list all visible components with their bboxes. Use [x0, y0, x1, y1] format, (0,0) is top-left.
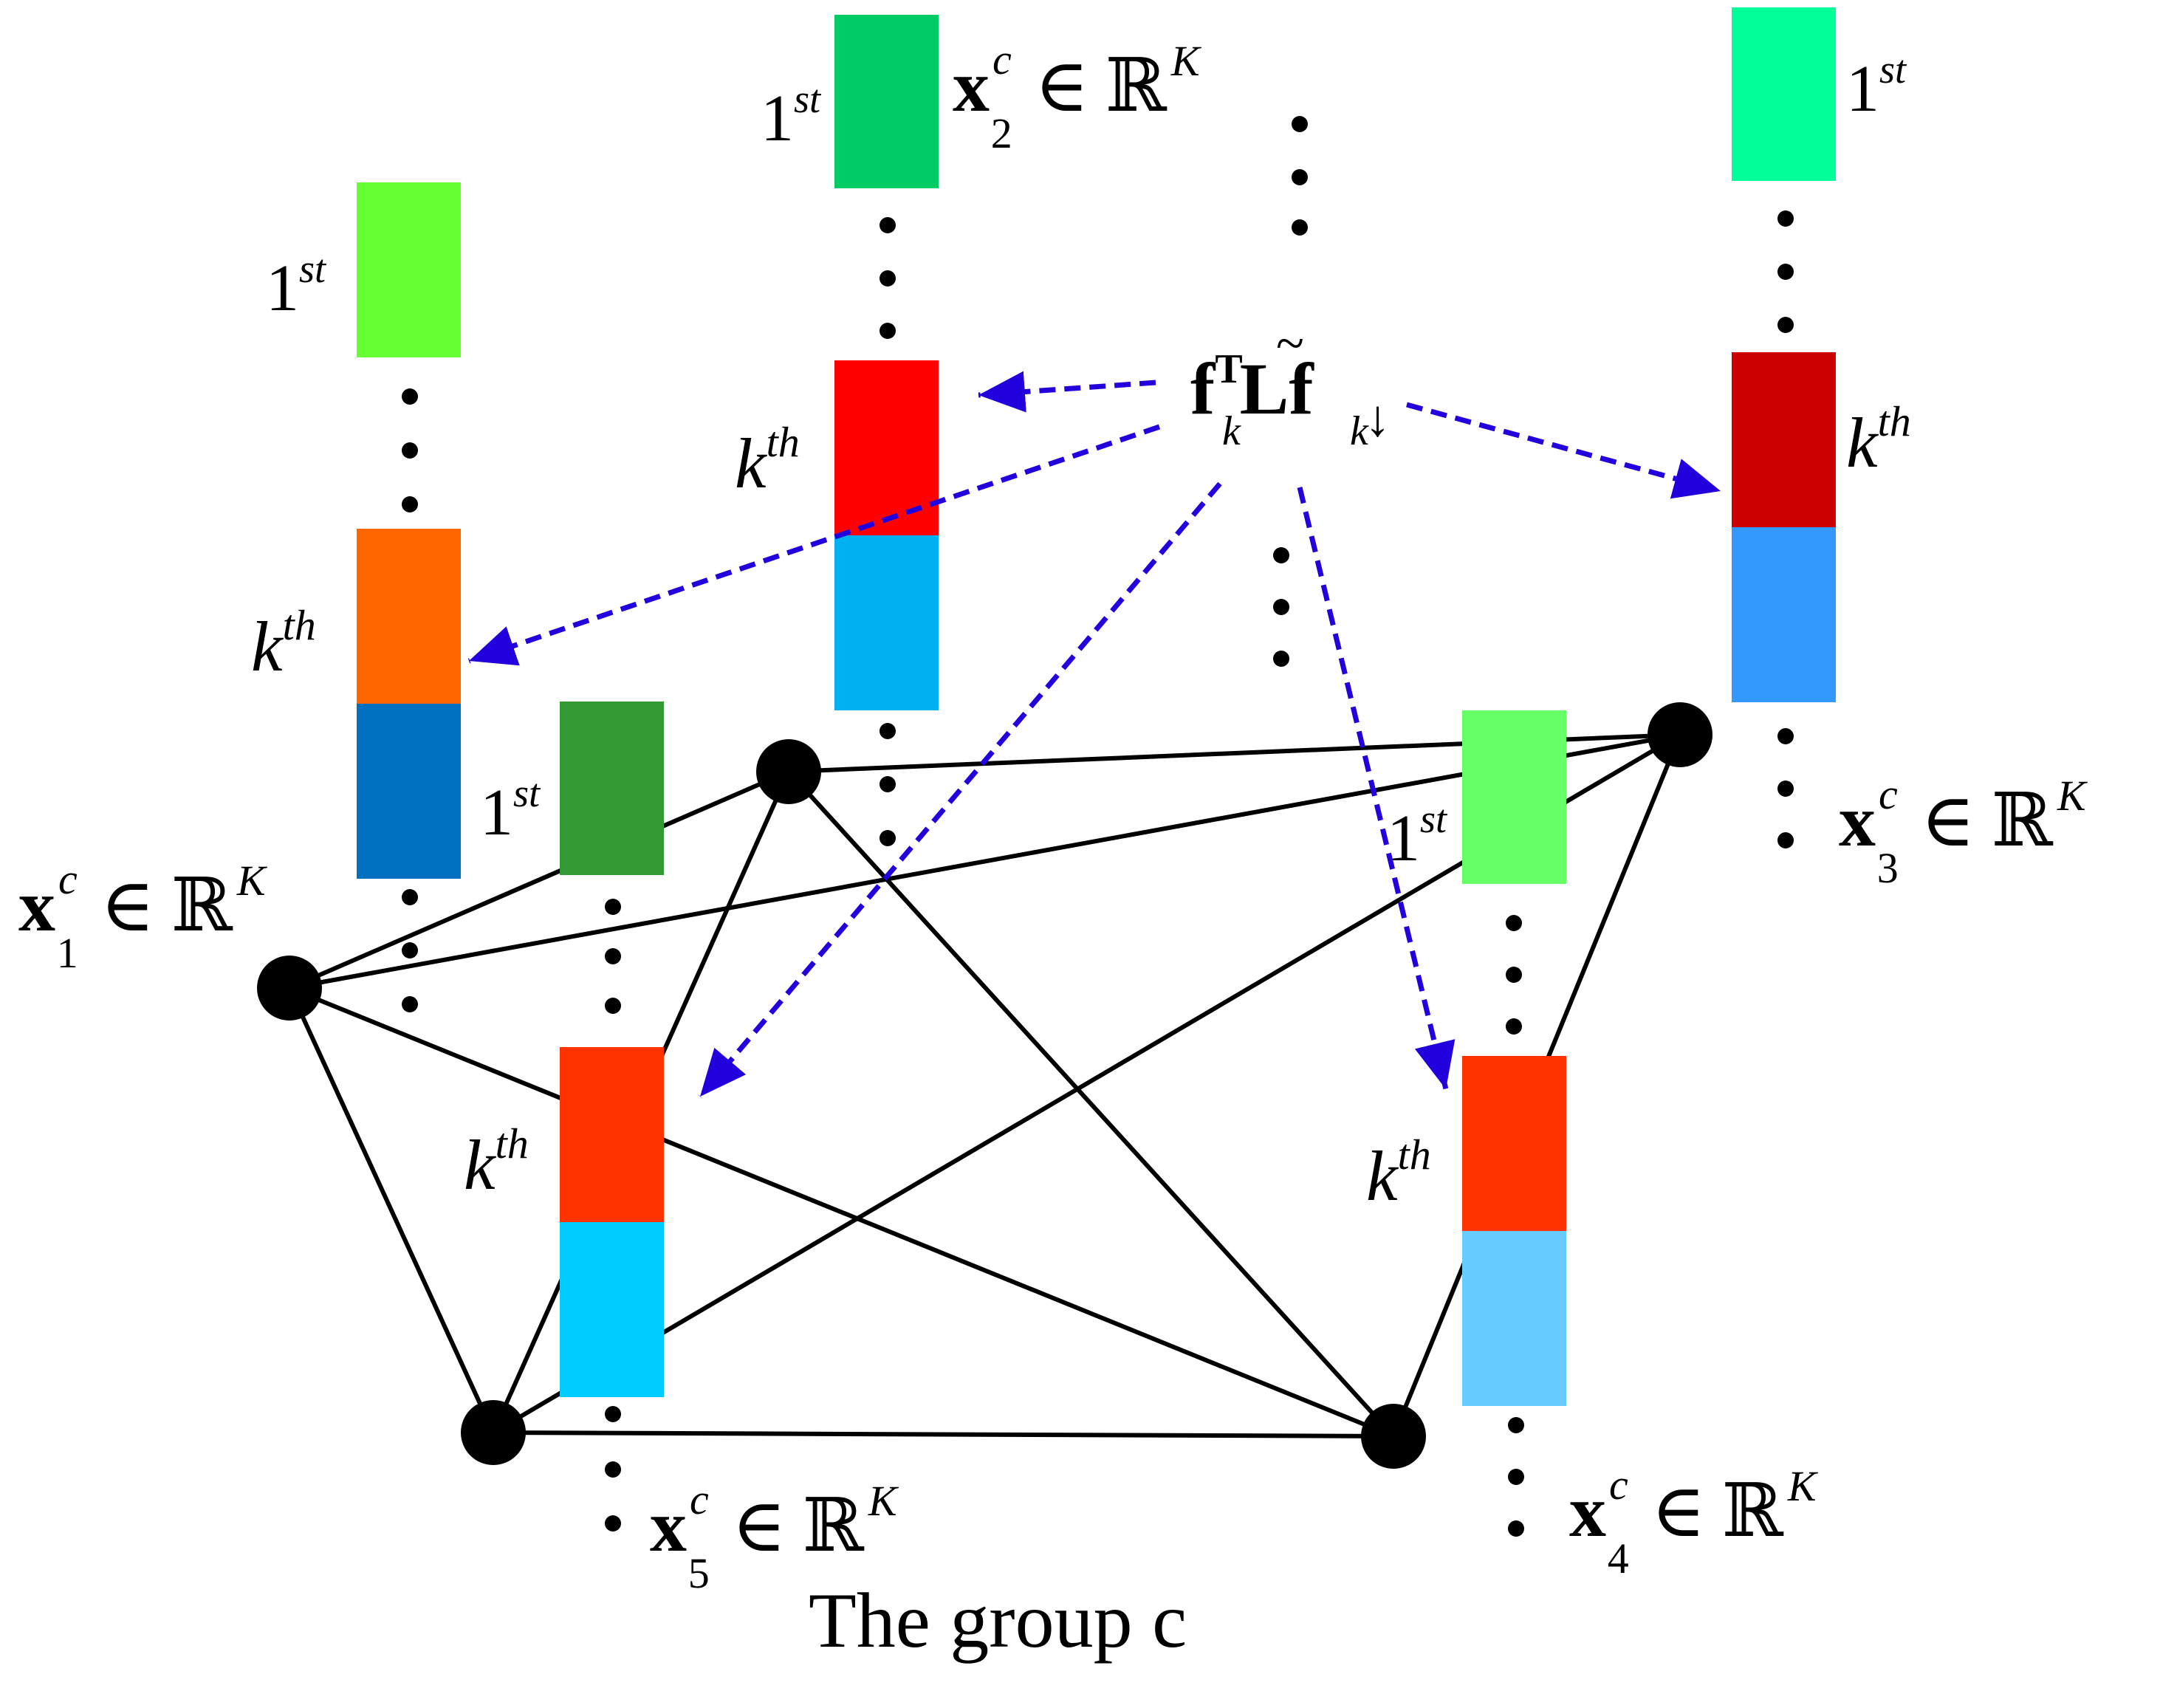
vector-x3-kth — [1732, 352, 1836, 527]
vector-x4-first — [1462, 710, 1566, 884]
arrow-to-x1 — [467, 424, 1161, 666]
vector-x2-dots — [880, 217, 896, 846]
formula-laplacian: fTLf ~ k k ↓ — [1190, 315, 1391, 454]
vector-x3-first — [1732, 7, 1836, 181]
vector-x5-kth-label: kth — [464, 1119, 529, 1204]
vector-x4-first-label: 1st — [1387, 797, 1448, 875]
arrow-to-x3 — [1406, 402, 1721, 499]
formula-sub-k2: k — [1350, 408, 1369, 454]
vector-x3-kth-label: kth — [1846, 397, 1911, 482]
arrow-to-x5 — [698, 481, 1222, 1099]
vector-x5-dots — [605, 899, 621, 1532]
edge-n4-n5 — [493, 1430, 1394, 1438]
vector-x4-kth — [1462, 1056, 1566, 1231]
vector-x4-kth-label: kth — [1366, 1131, 1431, 1215]
node-3 — [1648, 702, 1712, 767]
vector-x2-kth-label: kth — [735, 418, 800, 503]
vector-x3-rest — [1732, 527, 1836, 702]
graph-nodes — [257, 702, 1712, 1469]
vector-x3-first-label: 1st — [1846, 47, 1907, 126]
vector-x1-first — [357, 182, 461, 357]
vector-x1-first-label: 1st — [266, 247, 327, 325]
vector-x4-dots — [1506, 915, 1524, 1537]
vector-x3-dots — [1777, 210, 1794, 848]
node-5 — [461, 1400, 526, 1465]
vector-x5-kth — [560, 1047, 664, 1222]
ellipsis-dots — [1273, 116, 1308, 667]
vector-x2-rest — [834, 535, 939, 710]
vector-x2-first — [834, 15, 939, 188]
formula-tilde: ~ — [1276, 315, 1304, 372]
edge-n2-n4 — [786, 769, 1396, 1438]
vector-x1-dots — [402, 388, 418, 1012]
vector-x5-rest — [560, 1222, 664, 1397]
vector-x1-kth — [357, 529, 461, 704]
caption: The group c — [809, 1577, 1187, 1664]
vector-x2-first-label: 1st — [761, 77, 822, 155]
node-2 — [756, 739, 821, 804]
edge-n1-n3 — [289, 733, 1681, 990]
vector-x4-rest — [1462, 1231, 1566, 1406]
edge-n1-n4 — [288, 986, 1395, 1438]
vector-x5-first-label: 1st — [480, 771, 541, 849]
formula-text: fTLf — [1190, 346, 1314, 430]
node-4 — [1361, 1404, 1426, 1469]
node-1 — [257, 956, 322, 1021]
edge-n1-n2 — [288, 769, 790, 990]
edge-n1-n5 — [287, 987, 496, 1434]
vector-x1-rest — [357, 704, 461, 879]
vector-x1-kth-label: kth — [251, 601, 316, 686]
vector-x2-kth — [834, 360, 939, 535]
formula-sub-k1: k — [1222, 408, 1241, 454]
dashed-arrows — [467, 371, 1721, 1099]
graph-edges — [287, 733, 1682, 1438]
arrow-to-x4 — [1297, 487, 1456, 1090]
formula-arrow-glyph: ↓ — [1365, 391, 1391, 447]
vector-x5-first — [560, 702, 664, 875]
arrow-to-x2 — [978, 371, 1156, 413]
